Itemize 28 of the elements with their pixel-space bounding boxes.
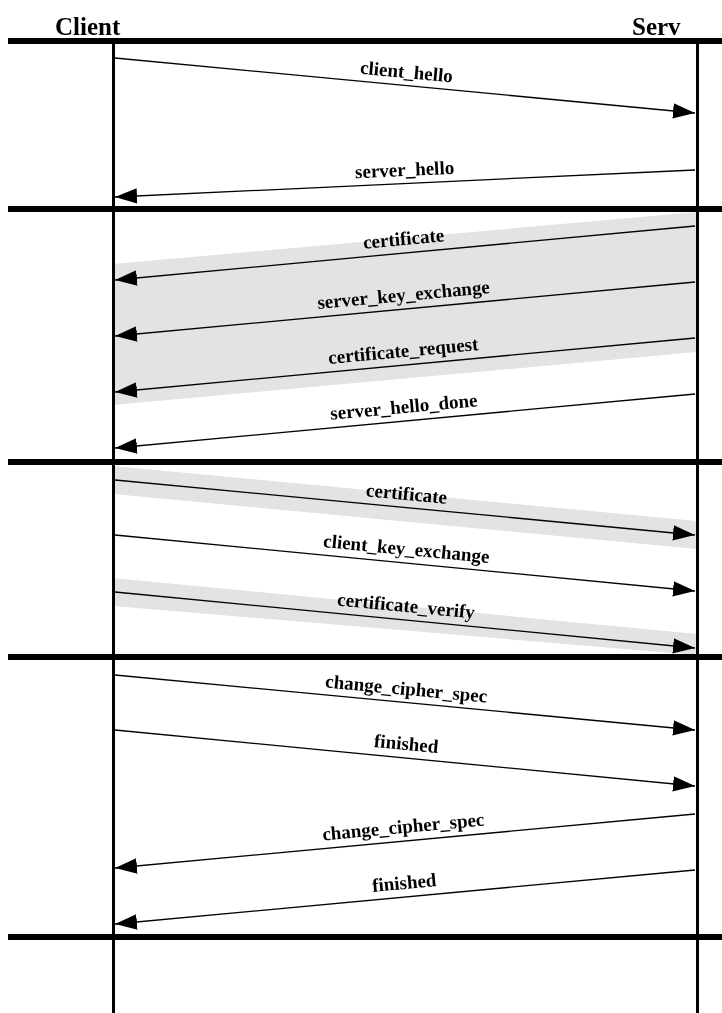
message-label: change_cipher_spec: [321, 809, 486, 845]
message-arrow: [114, 729, 696, 792]
message-label: server_hello_done: [329, 390, 479, 424]
message-label: server_key_exchange: [316, 277, 491, 313]
message-arrow: [114, 591, 696, 654]
message-label: client_key_exchange: [322, 531, 491, 567]
message-label: client_hello: [359, 57, 454, 86]
message-label: certificate: [362, 225, 446, 253]
message-arrow: [114, 869, 696, 930]
message-label: certificate_request: [327, 334, 480, 368]
message-arrow: [114, 57, 696, 119]
message-arrow: [114, 479, 696, 541]
message-arrow: [114, 674, 696, 736]
message-arrow: [114, 169, 696, 204]
message-arrow: [114, 337, 696, 398]
message-label: change_cipher_spec: [324, 670, 488, 707]
message-arrow: [114, 281, 696, 342]
message-label: finished: [370, 870, 437, 896]
message-label: certificate_verify: [336, 589, 477, 623]
participant-name: Serv: [632, 14, 681, 40]
message-arrow: [114, 534, 696, 597]
message-arrow: [114, 393, 696, 454]
message-arrow: [114, 813, 696, 874]
message-label: certificate: [365, 479, 448, 508]
message-label: server_hello: [354, 157, 455, 182]
message-arrow: [114, 225, 696, 286]
participant-name: Client: [55, 14, 121, 40]
message-label: finished: [373, 731, 440, 758]
